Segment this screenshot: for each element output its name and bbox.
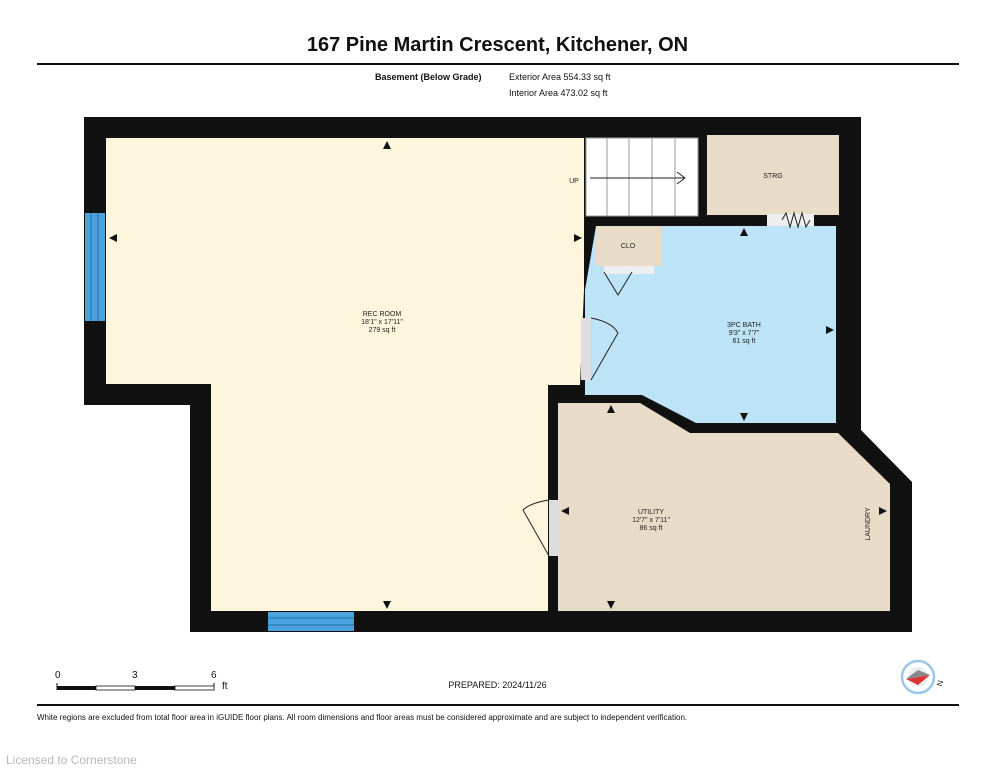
compass-icon <box>900 659 936 695</box>
utility-area: 86 sq ft <box>640 525 663 532</box>
scale-label-0: 0 <box>55 670 61 681</box>
prepared-date: PREPARED: 2024/11/26 <box>448 680 547 690</box>
bath-dims: 9'3" x 7'7" <box>729 330 760 337</box>
bath-name: 3PC BATH <box>727 322 761 329</box>
page-title: 167 Pine Martin Crescent, Kitchener, ON <box>306 34 689 56</box>
doors <box>522 211 814 557</box>
rec-room-area: 279 sq ft <box>369 327 396 334</box>
stairs-up-label: UP <box>569 178 579 185</box>
scale-label-6: 6 <box>211 670 217 681</box>
closet-name: CLO <box>621 243 636 250</box>
compass-north-label: N <box>935 679 945 687</box>
disclaimer: White regions are excluded from total fl… <box>37 713 688 722</box>
scale-label-3: 3 <box>132 670 138 681</box>
bath-floor <box>585 226 836 423</box>
windows <box>85 213 354 631</box>
title-rule <box>37 63 959 65</box>
laundry-label: LAUNDRY <box>865 507 872 541</box>
utility-name: UTILITY <box>638 509 664 516</box>
scale-unit: ft <box>222 681 228 692</box>
footer-rule <box>37 704 959 706</box>
bath-area: 61 sq ft <box>733 338 756 345</box>
storage-floor <box>707 135 839 215</box>
utility-dims: 12'7" x 7'11" <box>632 517 670 524</box>
dimension-arrows <box>109 141 887 609</box>
closet-floor <box>596 226 662 266</box>
storage-name: STRG <box>763 173 782 180</box>
utility-floor <box>558 403 890 611</box>
level-label: Basement (Below Grade) <box>375 72 482 82</box>
interior-area: Interior Area 473.02 sq ft <box>509 88 608 98</box>
scale-bar <box>56 683 215 691</box>
rec-room-dims: 18'1" x 17'11" <box>361 319 403 326</box>
exterior-area: Exterior Area 554.33 sq ft <box>509 72 611 82</box>
rec-room-floor <box>106 138 584 611</box>
license-watermark: Licensed to Cornerstone <box>6 753 137 767</box>
rec-room-name: REC ROOM <box>363 311 402 318</box>
staircase <box>585 137 699 217</box>
